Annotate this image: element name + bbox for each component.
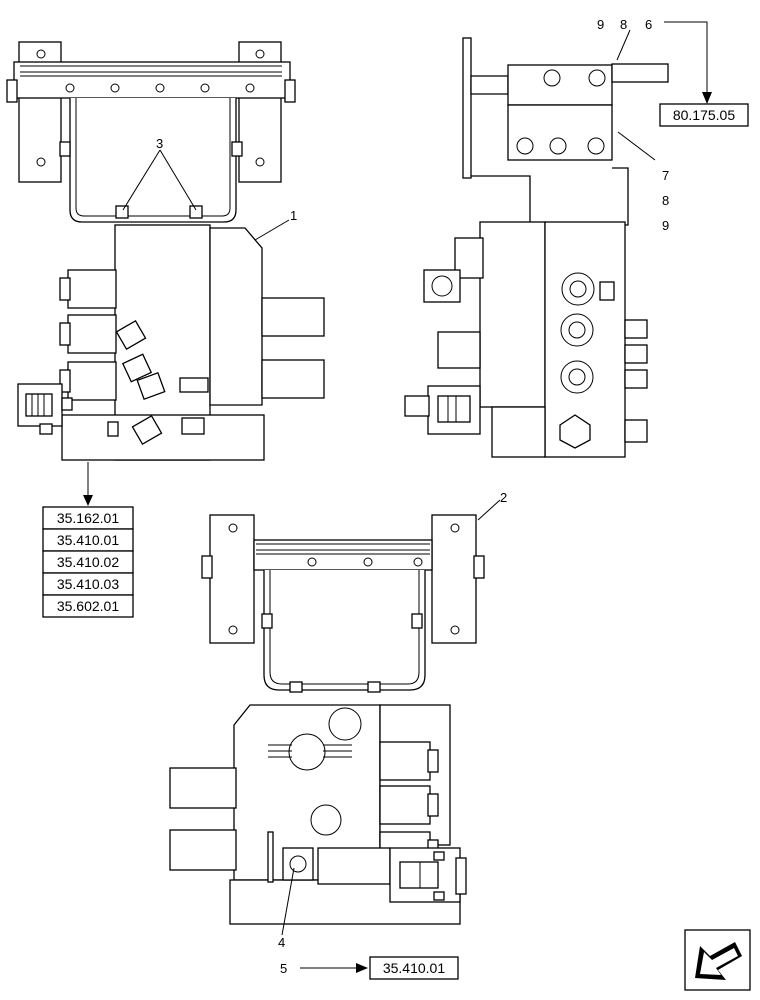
ref-box-35-410-03[interactable]: 35.410.03 bbox=[42, 572, 134, 596]
svg-text:35.410.03: 35.410.03 bbox=[57, 576, 119, 592]
svg-text:35.410.02: 35.410.02 bbox=[57, 554, 119, 570]
callout-7: 7 bbox=[662, 168, 669, 183]
ref-box-35-410-01-bottom[interactable]: 35.410.01 bbox=[369, 956, 459, 980]
ref-box-35-602-01[interactable]: 35.602.01 bbox=[42, 594, 134, 618]
callout-2: 2 bbox=[500, 490, 507, 505]
svg-text:35.410.01: 35.410.01 bbox=[57, 532, 119, 548]
ref-box-35-162-01[interactable]: 35.162.01 bbox=[42, 506, 134, 530]
callout-6: 6 bbox=[645, 17, 652, 32]
ref-box-35-410-02[interactable]: 35.410.02 bbox=[42, 550, 134, 574]
valve-assembly-1 bbox=[6, 41, 325, 461]
callout-9-top: 9 bbox=[597, 17, 604, 32]
svg-text:35.410.01: 35.410.01 bbox=[383, 960, 445, 976]
ref-box-35-410-01[interactable]: 35.410.01 bbox=[42, 528, 134, 552]
callout-9-side: 9 bbox=[662, 218, 669, 233]
valve-assembly-side-view bbox=[404, 37, 669, 458]
callout-5: 5 bbox=[280, 961, 287, 976]
svg-text:35.162.01: 35.162.01 bbox=[57, 510, 119, 526]
ref-box-80-175-05[interactable]: 80.175.05 bbox=[659, 103, 749, 127]
callout-8-side: 8 bbox=[662, 193, 669, 208]
callout-8-top: 8 bbox=[620, 17, 627, 32]
valve-assembly-2 bbox=[169, 514, 485, 925]
arrow-icon[interactable] bbox=[684, 929, 751, 991]
svg-text:35.602.01: 35.602.01 bbox=[57, 598, 119, 614]
callout-3: 3 bbox=[156, 136, 163, 151]
leader-lines bbox=[83, 21, 712, 973]
svg-text:80.175.05: 80.175.05 bbox=[673, 107, 735, 123]
callout-4: 4 bbox=[278, 935, 285, 950]
callout-1: 1 bbox=[290, 208, 297, 223]
